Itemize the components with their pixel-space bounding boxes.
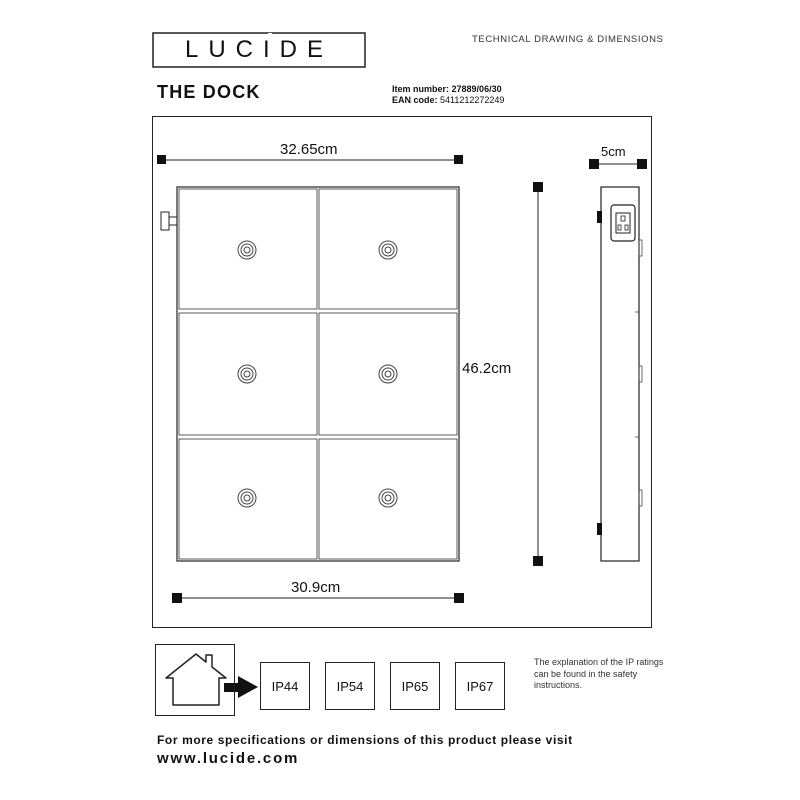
indoor-outdoor-box xyxy=(155,644,235,716)
arrow-right-icon xyxy=(224,676,258,698)
brand-logo: LUCIDE xyxy=(152,32,366,68)
spot-light-4 xyxy=(378,364,398,384)
top-width-label: 32.65cm xyxy=(280,141,338,158)
height-dimension xyxy=(533,182,543,566)
house-outline-icon xyxy=(165,653,227,706)
ean-label: EAN code: xyxy=(392,95,438,105)
product-name: THE DOCK xyxy=(157,82,261,102)
front-panel xyxy=(160,186,460,562)
spot-light-1 xyxy=(237,240,257,260)
ip-rating-ip44: IP44 xyxy=(260,662,310,710)
section-title: TECHNICAL DRAWING & DIMENSIONS xyxy=(472,34,664,45)
item-number-label: Item number: xyxy=(392,84,450,94)
ip-explanation-note: The explanation of the IP ratings can be… xyxy=(534,657,664,690)
product-meta: Item number: 27889/06/30 EAN code: 54112… xyxy=(392,84,504,106)
ip-rating-ip67: IP67 xyxy=(455,662,505,710)
logo-frame xyxy=(152,32,366,68)
drawing-frame xyxy=(152,116,652,628)
spot-light-6 xyxy=(378,488,398,508)
bottom-width-dimension xyxy=(172,593,464,603)
website-link[interactable]: www.lucide.com xyxy=(157,750,300,767)
depth-dimension xyxy=(589,159,647,169)
depth-label: 5cm xyxy=(601,144,626,159)
spot-light-3 xyxy=(237,364,257,384)
side-view xyxy=(597,186,643,562)
ip-rating-ip65: IP65 xyxy=(390,662,440,710)
spot-light-5 xyxy=(237,488,257,508)
brand-name: LUCIDE xyxy=(184,36,334,63)
ean-code: 5411212272249 xyxy=(440,95,505,105)
power-socket-icon xyxy=(610,204,636,242)
spot-light-2 xyxy=(378,240,398,260)
height-label: 46.2cm xyxy=(462,360,512,377)
top-width-dimension xyxy=(157,155,463,164)
ip-rating-ip54: IP54 xyxy=(325,662,375,710)
item-number: 27889/06/30 xyxy=(451,84,502,94)
bottom-width-label: 30.9cm xyxy=(291,579,341,596)
footer-text: For more specifications or dimensions of… xyxy=(157,733,573,747)
